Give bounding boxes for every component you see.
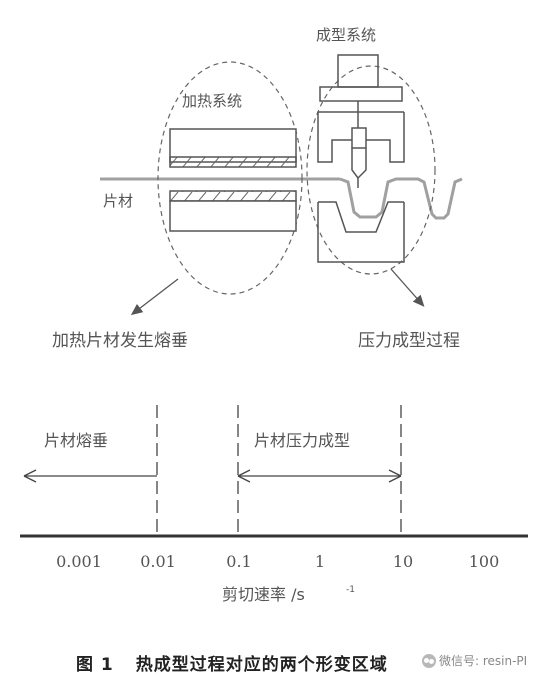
sag-range-arrowhead <box>23 469 37 483</box>
tick-label: 0.1 <box>226 552 251 571</box>
forming-system-region <box>306 65 436 275</box>
axis-diagram: 片材熔垂 片材压力成型 0.001 0.01 0.1 1 10 100 剪切速率… <box>20 405 528 604</box>
figure-title: 热成型过程对应的两个形变区域 <box>135 655 388 675</box>
heating-system-region <box>157 61 303 295</box>
pressure-range-arrowhead-left <box>237 469 251 483</box>
sheet-formed-profile <box>339 177 463 220</box>
forming-press <box>317 54 405 263</box>
sag-arrow <box>130 278 179 316</box>
pressure-region-label: 压力成型过程 <box>358 331 460 351</box>
figure-caption: 图 1 热成型过程对应的两个形变区域 <box>76 650 388 675</box>
sheet-label: 片材 <box>103 192 133 210</box>
pressure-range-arrowhead-right <box>388 469 402 483</box>
figure-number: 图 1 <box>76 655 114 675</box>
forming-system-label: 成型系统 <box>316 26 376 44</box>
watermark-text: 微信号: resin-PI <box>439 654 528 668</box>
pressure-forming-label: 片材压力成型 <box>254 431 350 450</box>
tick-label: 100 <box>469 552 500 571</box>
top-diagram: 成型系统 加热系统 片材 加热片材发生熔垂 压力成型过程 <box>52 26 463 351</box>
pressure-arrow <box>390 268 425 307</box>
axis-label: 剪切速率 /s <box>222 585 305 604</box>
lower-heater <box>169 190 297 232</box>
sheet <box>100 177 463 220</box>
heating-system-label: 加热系统 <box>182 92 242 110</box>
tick-label: 1 <box>315 552 325 571</box>
upper-heater <box>169 128 297 168</box>
watermark: 微信号: resin-PI <box>422 652 528 669</box>
wechat-icon <box>422 653 436 668</box>
sag-region-label: 加热片材发生熔垂 <box>52 331 188 351</box>
tick-label: 0.01 <box>140 552 176 571</box>
sag-label: 片材熔垂 <box>44 431 108 450</box>
tick-label: 0.001 <box>56 552 102 571</box>
tick-label: 10 <box>393 552 413 571</box>
axis-unit-exponent: -1 <box>346 585 355 595</box>
